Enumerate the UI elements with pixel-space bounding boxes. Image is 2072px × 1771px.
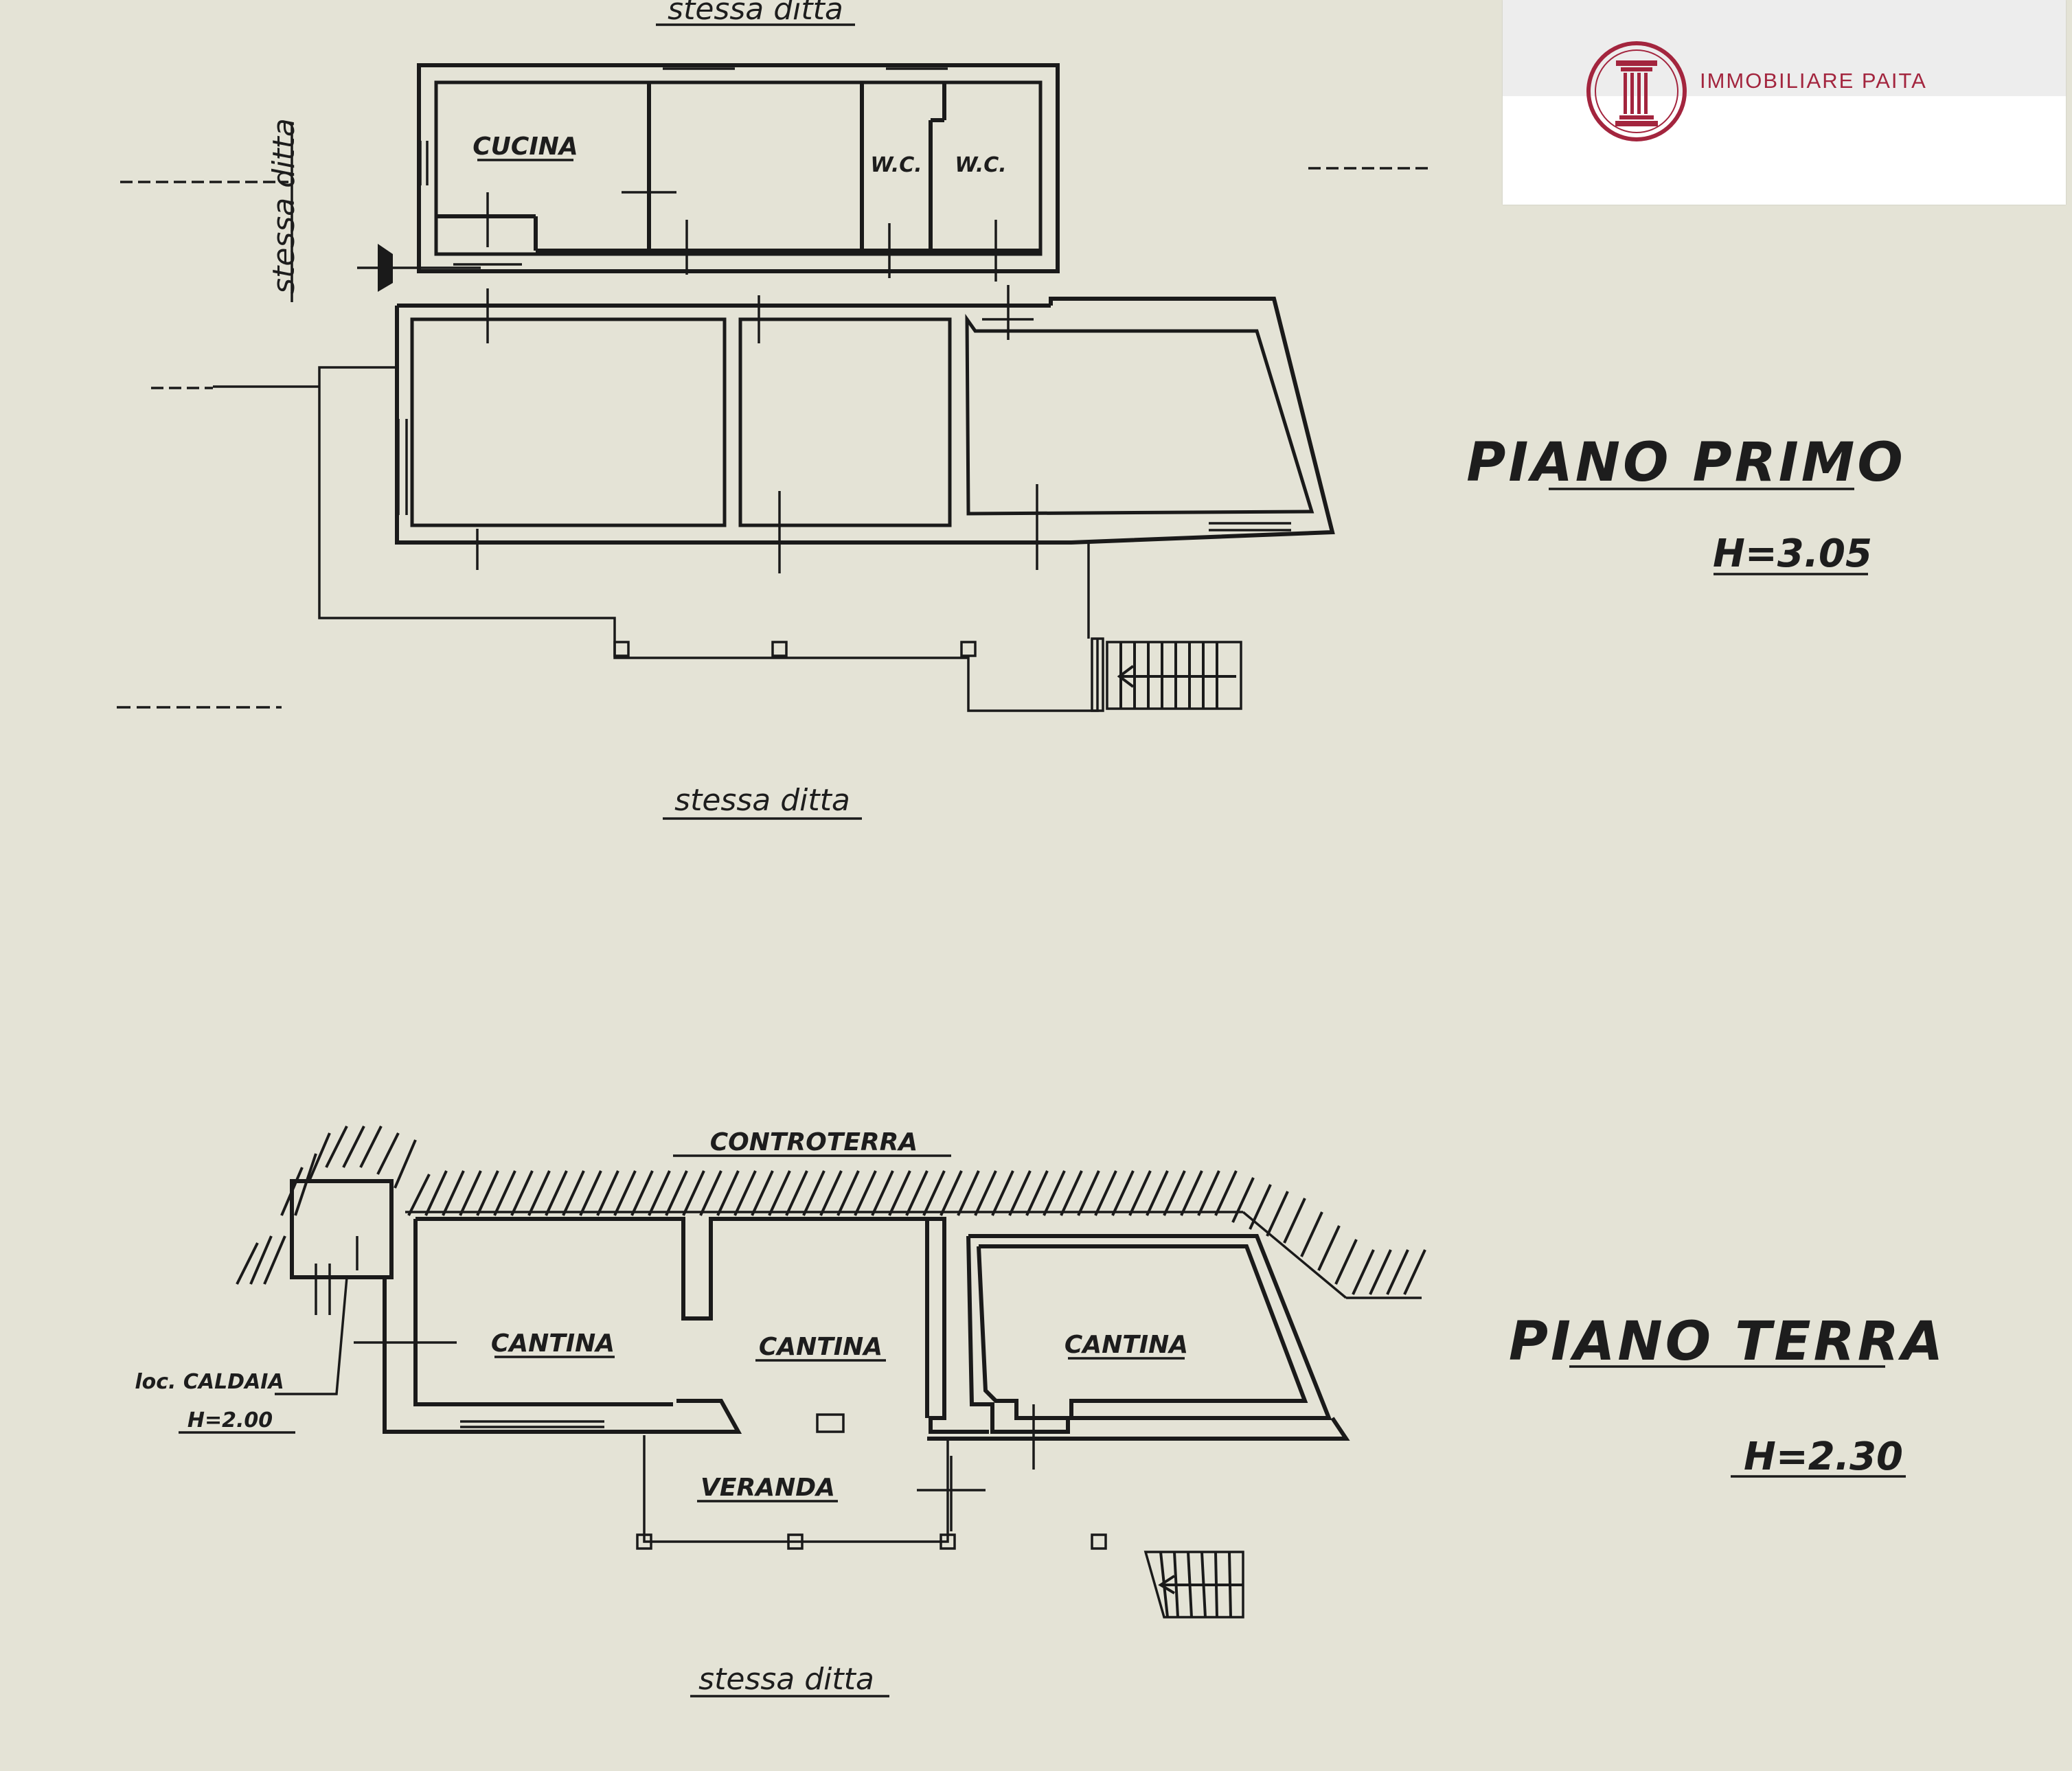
earth-label: CONTROTERRA [710,1128,918,1156]
earth-hatching [236,1126,1426,1295]
first-floor-top-label: stessa ditta [668,0,843,27]
room-label-wc-1: W.C. [870,153,922,177]
brand-name: IMMOBILIARE PAITA [1700,69,1927,93]
stair-first-floor [1106,641,1242,710]
first-floor-bottom-label: stessa ditta [674,783,850,818]
brand-logo: IMMOBILIARE PAITA [1503,0,2066,205]
first-floor-height: H=3.05 [1713,532,1872,576]
upper-block-outer-wall [417,63,1060,273]
ground-floor-title: PIANO TERRA [1509,1311,1946,1373]
first-floor-left-label: stessa ditta [266,118,301,294]
ground-floor-outer-wall [383,1277,742,1434]
room-label-cantina-1: CANTINA [491,1329,615,1358]
room-label-veranda: VERANDA [701,1474,835,1502]
lower-block-outer-wall [395,297,1335,545]
stair-ground-floor [1143,1551,1244,1619]
entrance-symbol [378,244,393,292]
first-floor-plan: stessa ditta stessa ditta stessa ditta C… [117,0,1905,820]
room-label-cantina-2: CANTINA [759,1333,883,1361]
room-label-cantina-3: CANTINA [1065,1331,1188,1359]
ground-floor-bottom-label: stessa ditta [698,1662,874,1697]
first-floor-title: PIANO PRIMO [1466,432,1905,494]
boiler-room [290,1179,394,1279]
boiler-room-height: H=2.00 [187,1408,273,1432]
ground-floor-plan: CONTROTERRA CANTINA CANTINA CANTINA VERA… [135,1126,1946,1698]
ground-floor-height: H=2.30 [1744,1435,1903,1479]
boiler-room-label: loc. CALDAIA [135,1370,284,1394]
room-label-wc-2: W.C. [955,153,1006,177]
terrace-outline [318,366,1099,712]
room-label-kitchen: CUCINA [473,133,578,161]
column-icon [1586,41,1687,141]
upper-block-inner-wall [434,80,1043,256]
